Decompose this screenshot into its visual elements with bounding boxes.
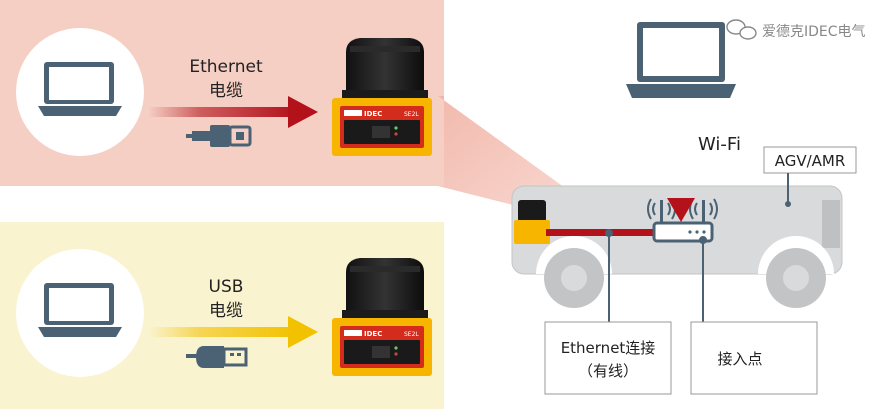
scanner-top-brand: IDEC: [364, 110, 382, 118]
watermark: 爱德克IDEC电气: [726, 19, 866, 40]
scanner-top: IDEC SE2L: [332, 38, 432, 156]
laptop-bottom: [16, 249, 144, 377]
vehicle-callout: AGV/AMR: [763, 146, 857, 207]
laptop-icon: [626, 22, 736, 98]
laptop-icon: [38, 283, 122, 337]
callout-ethernet-wired: Ethernet连接 （有线）: [544, 321, 672, 395]
callout-wired-line2: （有线）: [578, 362, 638, 380]
watermark-text: 爱德克IDEC电气: [762, 24, 866, 40]
callout-leaders: [605, 229, 707, 330]
wifi-label: Wi-Fi: [698, 134, 741, 155]
ethernet-arrow: [148, 96, 318, 128]
ethernet-wired-line: [546, 229, 656, 236]
vehicle-scanner: [514, 200, 550, 244]
scanner-top-model: SE2L: [404, 111, 419, 118]
usb-plug-icon: [186, 346, 248, 368]
wechat-icon: [726, 19, 757, 40]
scanner-bottom-brand: IDEC: [364, 330, 382, 338]
ethernet-plug-icon: [186, 125, 252, 147]
wifi-arrow: [667, 104, 695, 222]
laptop-top: [16, 28, 144, 156]
ethernet-label-line2: 电缆: [209, 81, 243, 101]
callout-access-point-label: 接入点: [717, 350, 762, 368]
ethernet-label-line1: Ethernet: [189, 57, 263, 77]
scanner-bottom-model: SE2L: [404, 331, 419, 338]
callout-wired-line1: Ethernet连接: [561, 339, 656, 357]
vehicle-label: AGV/AMR: [775, 152, 846, 170]
usb-label-line1: USB: [209, 277, 244, 297]
callout-access-point: 接入点: [690, 321, 818, 395]
usb-arrow: [148, 316, 318, 348]
laptop-wifi: [626, 22, 736, 98]
scanner-bottom: IDEC SE2L: [332, 258, 432, 376]
laptop-icon: [38, 62, 122, 116]
usb-label-line2: 电缆: [209, 301, 243, 321]
